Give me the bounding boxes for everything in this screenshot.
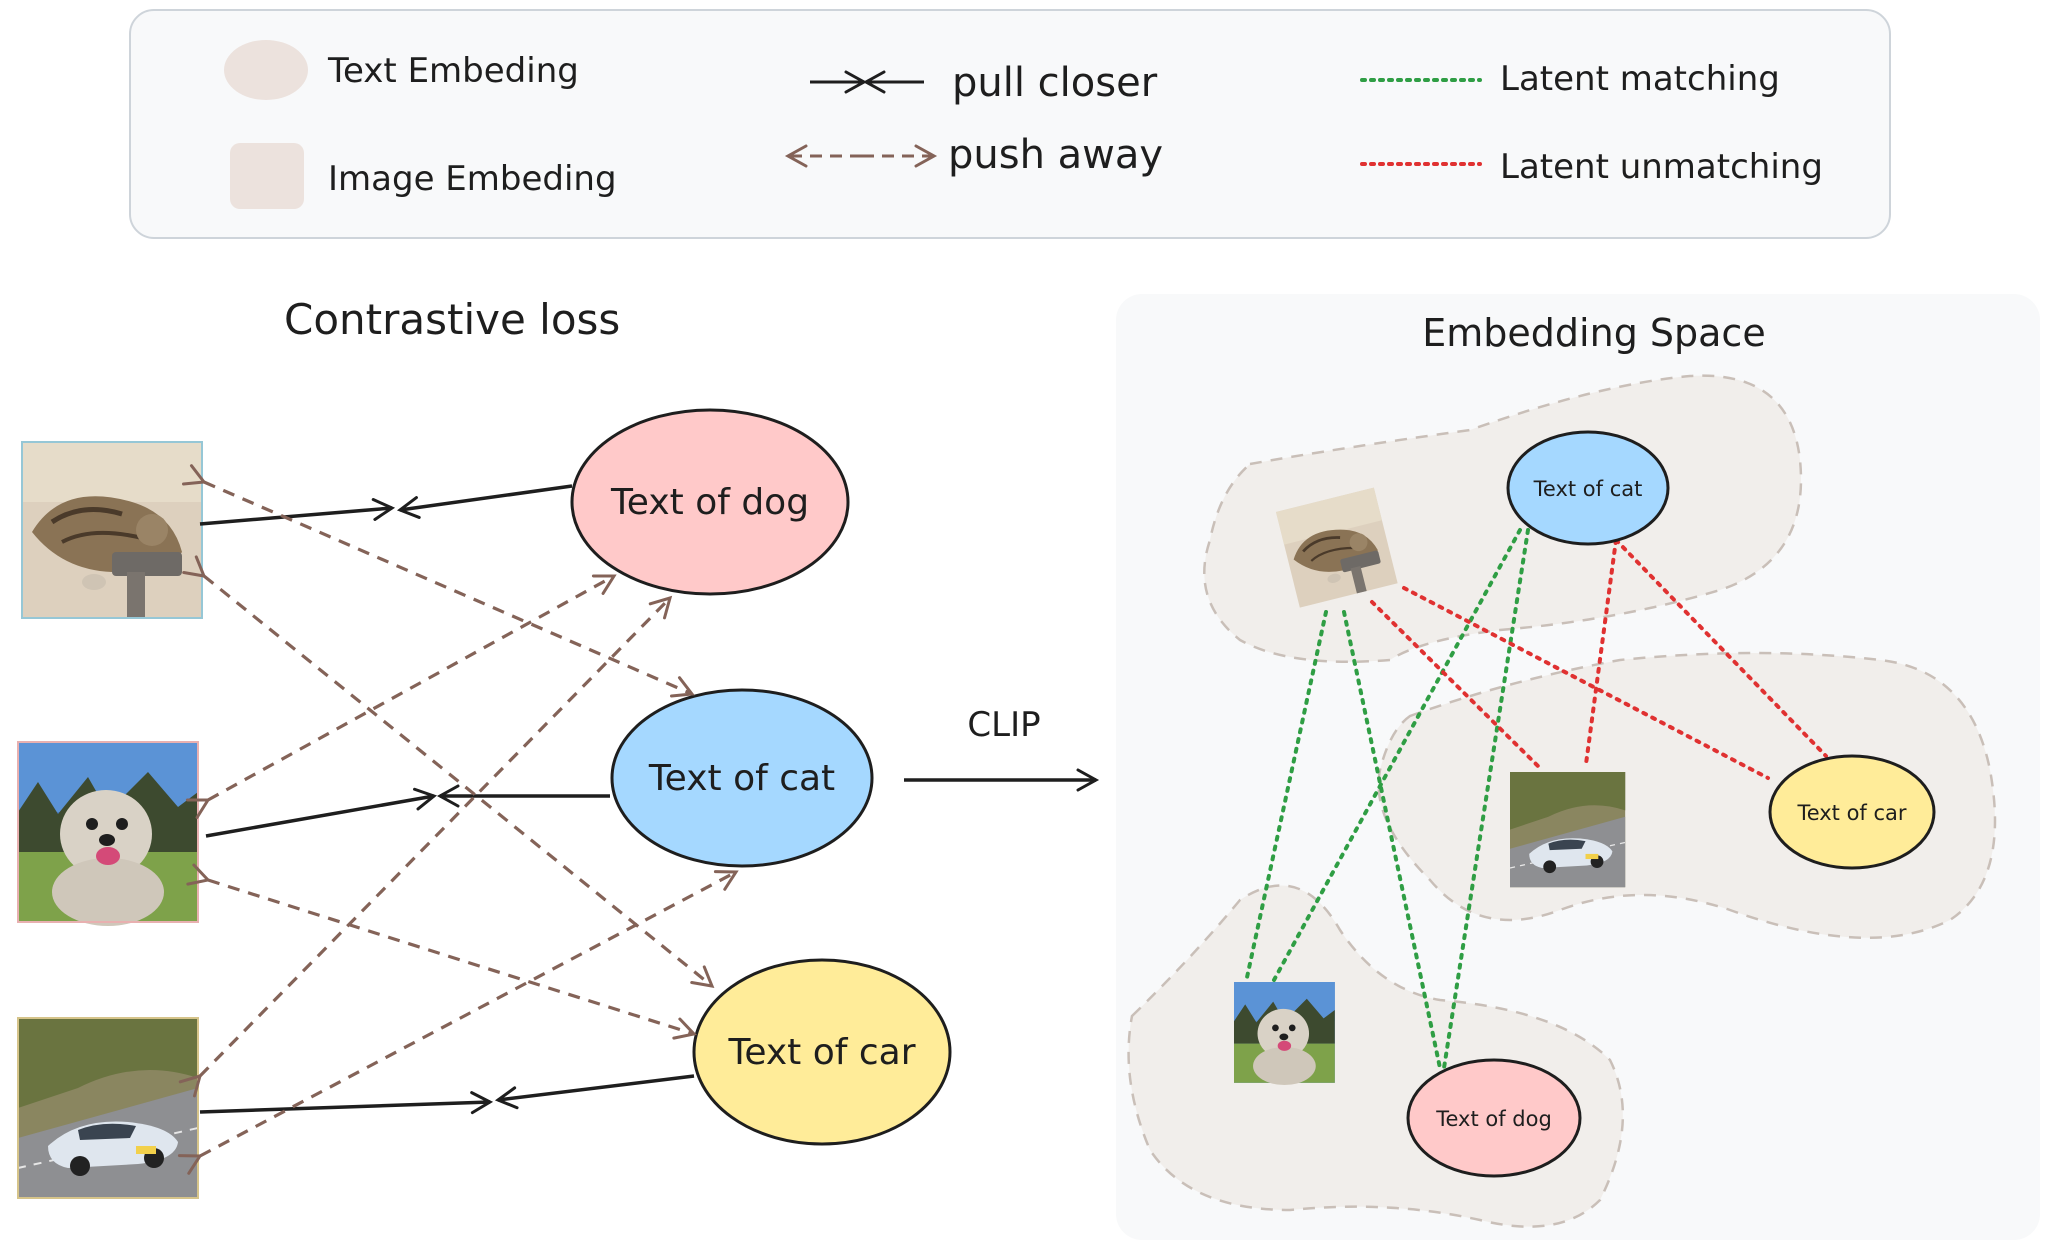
contrastive-loss-title: Contrastive loss — [284, 295, 620, 344]
push-dog-image-dog-text — [185, 574, 617, 819]
embedding-space-section: Embedding Space Text of c — [1116, 294, 2040, 1240]
legend: Text Embeding Image Embeding pull closer… — [129, 9, 1891, 239]
space-text-of-car-label: Text of car — [1796, 801, 1906, 825]
space-text-of-cat-node — [1506, 430, 1670, 546]
pull-car-image-arrow — [199, 1091, 494, 1115]
match-cat-image-cat-text-b — [1442, 528, 1530, 1070]
dog-image-left — [17, 741, 199, 926]
push-car-image-cat-text — [177, 870, 739, 1175]
unmatch-cat-image-car-text — [1402, 586, 1770, 780]
car-image-left — [17, 1017, 199, 1199]
text-of-dog-label: Text of dog — [610, 482, 809, 523]
car-image-right — [1509, 771, 1626, 888]
pull-dog-text-arrow — [396, 484, 573, 519]
text-embedding-swatch — [224, 40, 308, 100]
push-dog-image-car-text — [186, 863, 697, 1040]
space-text-of-cat-label: Text of cat — [1533, 477, 1643, 501]
space-text-of-dog-node — [1406, 1058, 1582, 1178]
match-cat-image-dog-b — [1342, 610, 1442, 1070]
pull-cat-image-arrow — [199, 498, 396, 526]
pull-car-text-arrow — [494, 1074, 695, 1110]
push-away-arrows — [177, 464, 739, 1175]
unmatch-cat-image-car-image — [1370, 600, 1542, 770]
image-embedding-swatch — [230, 143, 304, 209]
text-of-cat-label: Text of cat — [648, 758, 835, 799]
clip-arrow-group: CLIP — [904, 705, 1100, 792]
space-text-of-car-node — [1768, 754, 1936, 870]
dog-image-right — [1234, 982, 1335, 1086]
legend-box — [129, 9, 1891, 239]
unmatch-cat-text-car-image — [1584, 538, 1618, 766]
cat-image-left — [22, 442, 202, 618]
latent-matching-lines — [1244, 528, 1530, 1070]
clip-label: CLIP — [967, 705, 1040, 745]
match-cat-image-dog-a — [1244, 610, 1328, 984]
contrastive-loss-section: Contrastive loss Text of dog Text of cat… — [17, 295, 952, 1199]
legend-pull-closer: pull closer — [952, 60, 1158, 106]
legend-text-embedding: Text Embeding — [327, 51, 579, 91]
space-text-of-dog-label: Text of dog — [1435, 1107, 1552, 1131]
pull-dog-image-arrow — [205, 787, 438, 838]
legend-latent-unmatching: Latent unmatching — [1500, 147, 1823, 187]
legend-image-embedding: Image Embeding — [328, 159, 617, 199]
unmatch-cat-text-car-text — [1614, 538, 1828, 758]
embedding-space-title: Embedding Space — [1422, 311, 1765, 355]
legend-latent-matching: Latent matching — [1500, 59, 1780, 99]
latent-unmatching-lines — [1370, 538, 1828, 780]
legend-push-away: push away — [948, 132, 1163, 178]
text-of-car-label: Text of car — [727, 1032, 915, 1073]
